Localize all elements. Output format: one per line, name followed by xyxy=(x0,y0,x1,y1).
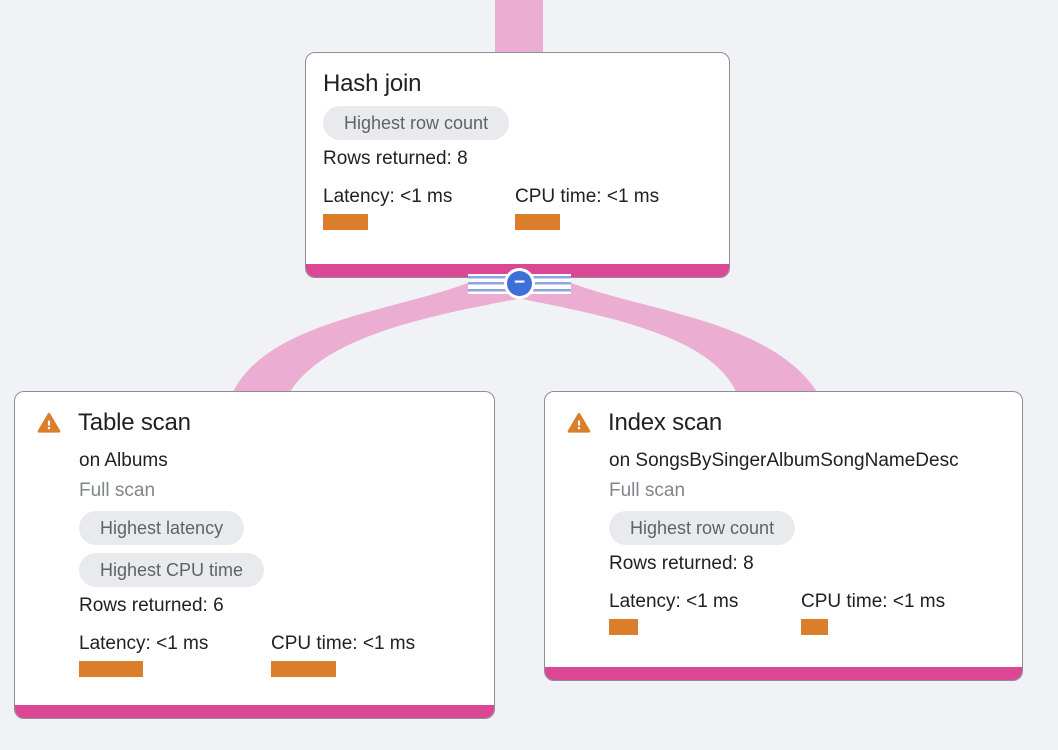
node-accent-bar xyxy=(15,705,494,718)
node-badge: Highest row count xyxy=(323,106,510,140)
warning-icon xyxy=(567,411,591,435)
cpu-time-bar xyxy=(515,214,560,230)
node-title: Index scan xyxy=(608,409,723,436)
latency-metric: Latency: <1 ms xyxy=(323,185,515,230)
edge-hash-join-to-table-scan xyxy=(233,283,517,392)
latency-label: Latency: <1 ms xyxy=(79,633,209,654)
scan-type-label: Full scan xyxy=(79,480,156,501)
latency-bar xyxy=(79,661,143,677)
minus-icon: − xyxy=(507,271,532,296)
node-index-name: on SongsBySingerAlbumSongNameDesc xyxy=(609,450,959,471)
edge-hash-join-to-index-scan xyxy=(522,283,817,392)
rows-returned-label: Rows returned: 8 xyxy=(609,553,754,574)
latency-metric: Latency: <1 ms xyxy=(609,590,801,635)
latency-bar xyxy=(323,214,368,230)
cpu-time-label: CPU time: <1 ms xyxy=(515,186,660,207)
node-badge: Highest CPU time xyxy=(79,553,265,587)
node-accent-bar xyxy=(545,667,1022,680)
latency-label: Latency: <1 ms xyxy=(323,186,453,207)
cpu-time-bar xyxy=(801,619,828,635)
cpu-time-metric: CPU time: <1 ms xyxy=(271,632,463,677)
node-badge: Highest latency xyxy=(79,511,245,545)
edge-parent-to-hash-join xyxy=(495,0,543,54)
cpu-time-metric: CPU time: <1 ms xyxy=(801,590,993,635)
cpu-time-bar xyxy=(271,661,336,677)
warning-icon xyxy=(37,411,61,435)
cpu-time-label: CPU time: <1 ms xyxy=(801,591,946,612)
node-card-hash-join[interactable]: Hash join Highest row count Rows returne… xyxy=(305,52,730,278)
node-title: Table scan xyxy=(78,409,191,436)
collapse-node-button[interactable]: − xyxy=(504,268,535,299)
node-card-table-scan[interactable]: Table scan on Albums Full scan Highest l… xyxy=(14,391,495,719)
cpu-time-metric: CPU time: <1 ms xyxy=(515,185,707,230)
latency-label: Latency: <1 ms xyxy=(609,591,739,612)
cpu-time-label: CPU time: <1 ms xyxy=(271,633,416,654)
node-table-name: on Albums xyxy=(79,450,168,471)
rows-returned-label: Rows returned: 8 xyxy=(323,148,468,169)
node-badge: Highest row count xyxy=(609,511,796,545)
rows-returned-label: Rows returned: 6 xyxy=(79,595,224,616)
latency-metric: Latency: <1 ms xyxy=(79,632,271,677)
latency-bar xyxy=(609,619,638,635)
scan-type-label: Full scan xyxy=(609,480,686,501)
node-title: Hash join xyxy=(323,70,422,97)
node-card-index-scan[interactable]: Index scan on SongsBySingerAlbumSongName… xyxy=(544,391,1023,681)
